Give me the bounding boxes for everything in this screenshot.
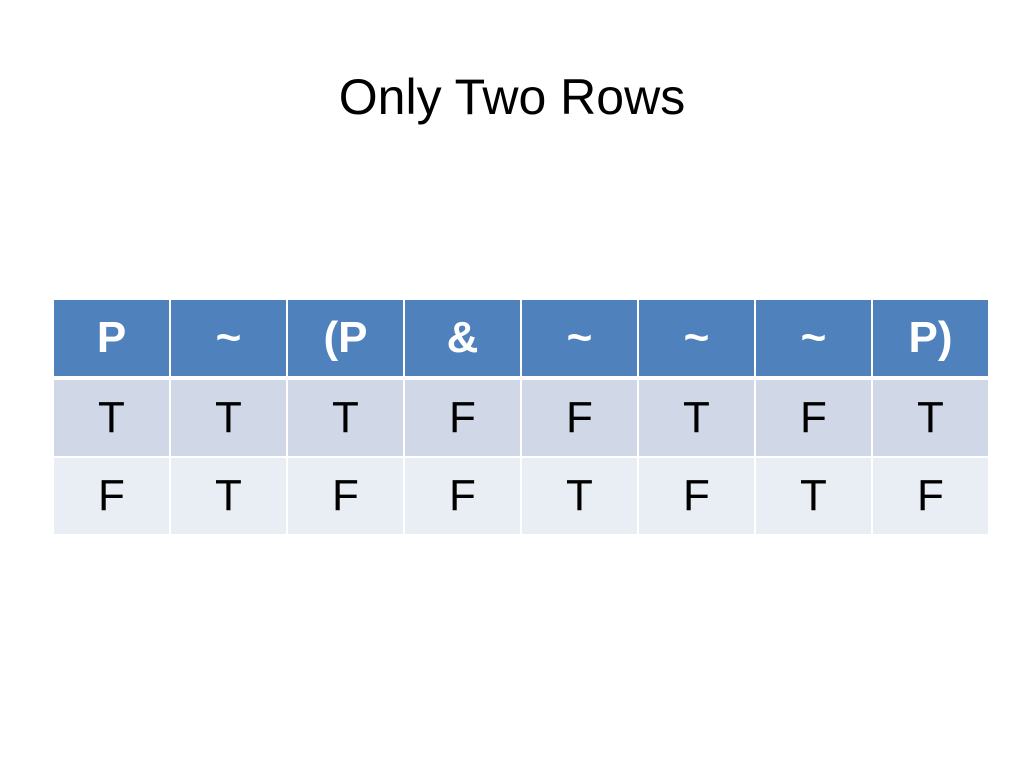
table-cell: T: [286, 377, 405, 458]
table-cell: F: [871, 456, 990, 536]
header-cell: &: [403, 298, 522, 380]
table-cell: F: [52, 456, 171, 536]
table-cell: F: [403, 377, 522, 458]
table-cell: F: [286, 456, 405, 536]
header-cell: ~: [169, 298, 288, 380]
header-cell: P: [52, 298, 171, 380]
table-cell: F: [520, 377, 639, 458]
truth-table: P ~ (P & ~ ~ ~ P) T T T F F T F T: [52, 298, 990, 536]
header-cell: (P: [286, 298, 405, 380]
table-cell: T: [754, 456, 873, 536]
table-cell: T: [871, 377, 990, 458]
table-cell: T: [520, 456, 639, 536]
table-cell: T: [169, 377, 288, 458]
table-cell: T: [169, 456, 288, 536]
table-cell: F: [403, 456, 522, 536]
header-cell: P): [871, 298, 990, 380]
header-cell: ~: [754, 298, 873, 380]
table-row: F T F F T F T F: [52, 456, 990, 536]
table-row: T T T F F T F T: [52, 377, 990, 458]
table-header-row: P ~ (P & ~ ~ ~ P): [52, 298, 990, 380]
table-cell: F: [754, 377, 873, 458]
header-cell: ~: [520, 298, 639, 380]
table-cell: T: [52, 377, 171, 458]
slide-title: Only Two Rows: [338, 69, 686, 125]
table-cell: T: [637, 377, 756, 458]
table-cell: F: [637, 456, 756, 536]
header-cell: ~: [637, 298, 756, 380]
